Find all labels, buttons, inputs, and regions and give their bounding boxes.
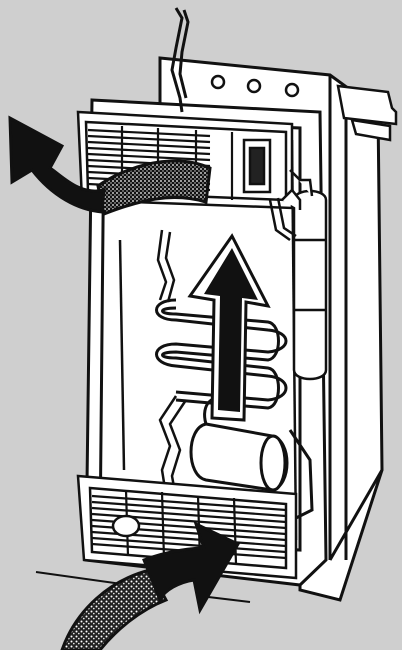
- control-knob: [244, 140, 270, 192]
- drain-plug: [113, 516, 139, 536]
